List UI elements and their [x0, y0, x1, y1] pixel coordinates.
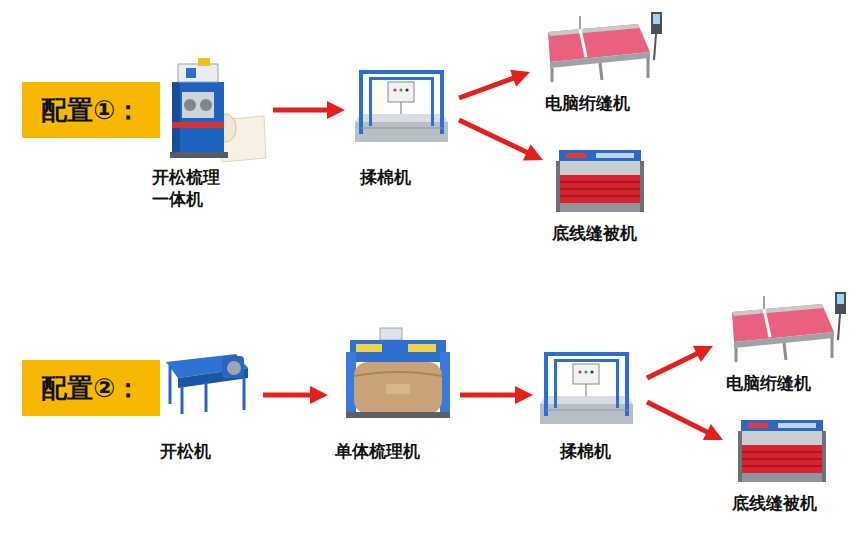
machine-node: 开松梳理 一体机 [150, 58, 268, 210]
machine-node: 揉棉机 [538, 348, 642, 462]
machine-caption: 揉棉机 [560, 440, 642, 462]
quilt-sewing-machine-picture [738, 420, 826, 482]
flow-arrow [263, 386, 328, 404]
machine-node: 单体梳理机 [333, 328, 455, 462]
machine-caption: 开松机 [160, 440, 258, 462]
machine-caption: 底线缝被机 [732, 492, 844, 514]
opener-picture [166, 354, 248, 414]
arrow-shaft [459, 120, 530, 154]
machine-caption: 电脑绗缝机 [726, 372, 860, 394]
machine-caption: 单体梳理机 [335, 440, 455, 462]
arrow-head [703, 424, 723, 440]
machine-caption: 揉棉机 [360, 166, 454, 188]
machine-node: 电脑绗缝机 [718, 288, 860, 394]
arrow-head [510, 70, 530, 87]
arrow-head [327, 101, 345, 119]
config-tag: 配置①： [22, 82, 160, 138]
arrow-head [310, 386, 328, 404]
machine-caption: 开松梳理 一体机 [152, 166, 228, 210]
flow-arrow [459, 70, 530, 98]
config-tag: 配置②： [22, 360, 160, 416]
machine-node: 开松机 [160, 352, 258, 462]
arrow-shaft [263, 393, 314, 398]
arrow-head [693, 346, 713, 362]
arrow-head [515, 386, 533, 404]
arrow-shaft [647, 352, 700, 378]
arrow-shaft [460, 393, 519, 398]
fluffing-machine-picture [540, 352, 633, 424]
flow-arrow [460, 386, 533, 404]
quilt-sewing-machine-picture [556, 150, 644, 212]
flow-arrow [647, 402, 723, 440]
fluffing-machine-picture [355, 70, 448, 142]
machine-caption: 电脑绗缝机 [545, 92, 671, 114]
machine-node: 揉棉机 [350, 66, 454, 188]
arrow-shaft [647, 402, 710, 434]
carding-machine-picture [170, 58, 266, 162]
flow-arrow [647, 346, 713, 378]
machine-caption: 底线缝被机 [552, 222, 654, 244]
config-label: 配置②： [41, 371, 141, 406]
machine-node: 底线缝被机 [728, 420, 844, 514]
machine-node: 电脑绗缝机 [535, 8, 671, 114]
machine-node: 底线缝被机 [548, 150, 654, 244]
arrow-shaft [459, 77, 517, 98]
arrow-shaft [273, 108, 331, 113]
flow-arrow [273, 101, 345, 119]
config-label: 配置①： [41, 93, 141, 128]
flow-arrow [459, 120, 543, 160]
carding-unit-picture [346, 328, 450, 418]
quilting-machine-picture [732, 292, 846, 362]
quilting-machine-picture [548, 12, 662, 82]
arrow-head [523, 144, 543, 160]
